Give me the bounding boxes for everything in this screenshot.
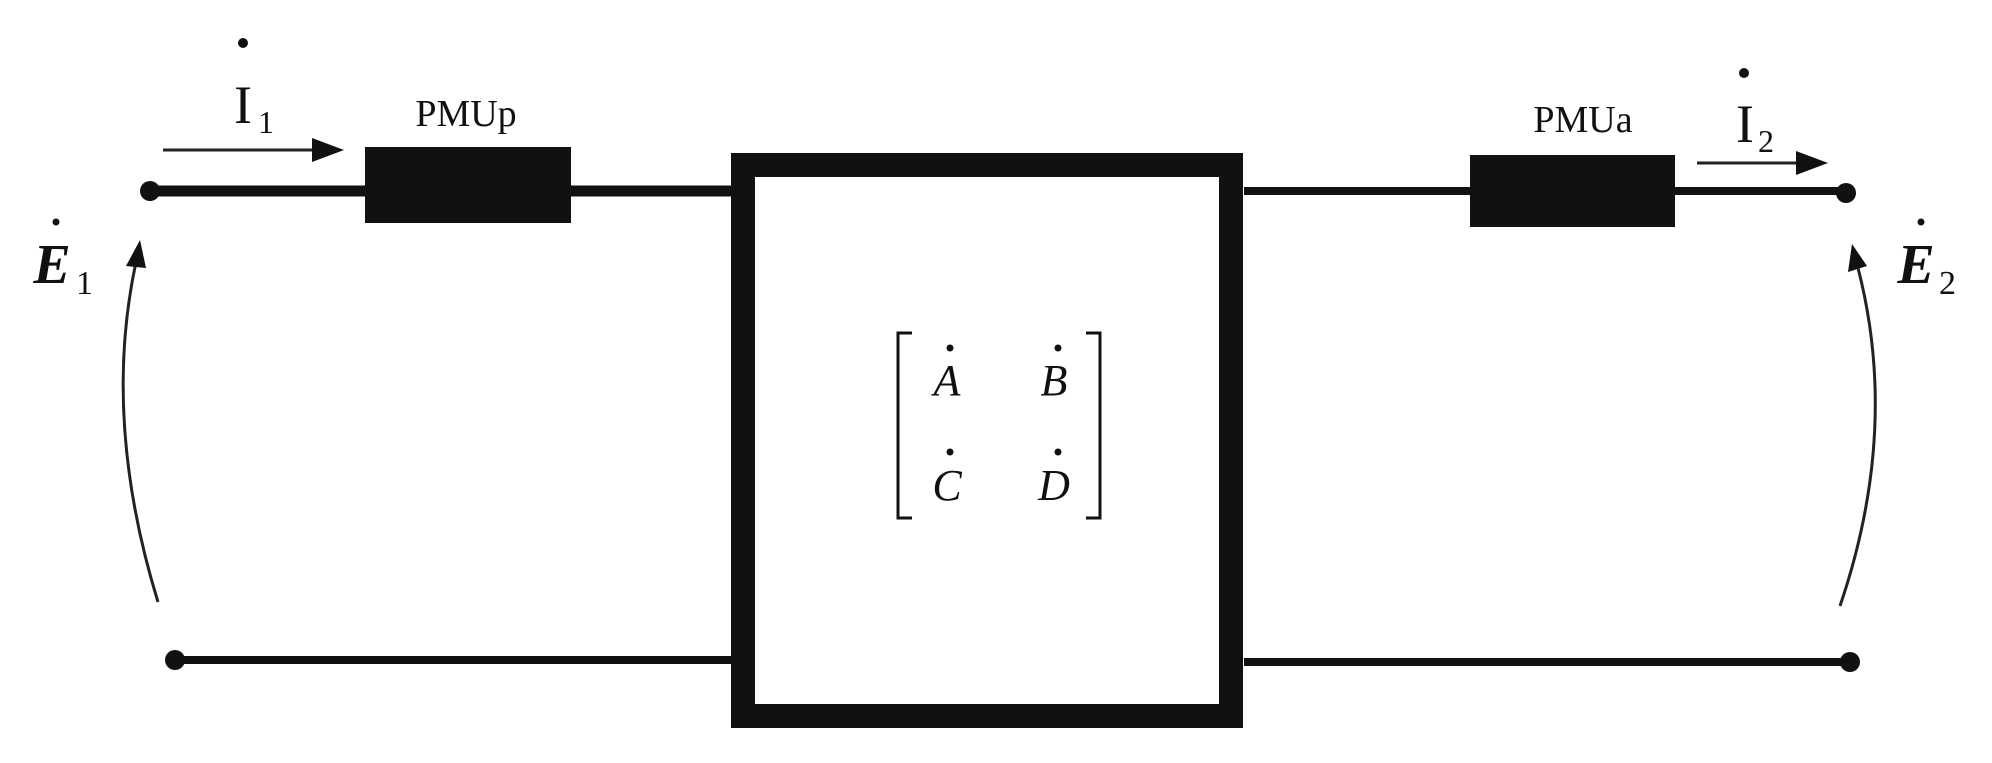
terminal-top-left <box>140 181 160 201</box>
voltage-out-symbol: E <box>1896 234 1934 296</box>
current-in-subscript: 1 <box>258 104 274 140</box>
matrix-d-dot-icon <box>1054 448 1062 456</box>
current-in-dot-icon <box>238 38 248 48</box>
matrix-entry-a: A <box>931 356 962 405</box>
matrix-c-dot-icon <box>946 448 954 456</box>
two-port-box <box>731 153 1243 728</box>
pmu-right-label: PMUa <box>1533 99 1632 141</box>
voltage-in-symbol: E <box>32 234 70 296</box>
matrix-a-dot-icon <box>946 344 954 352</box>
voltage-out-subscript: 2 <box>1939 265 1956 302</box>
pmu-left-label: PMUp <box>415 93 516 135</box>
current-out-subscript: 2 <box>1758 123 1774 159</box>
pmu-left-block <box>365 147 571 223</box>
matrix-entry-c: C <box>932 461 962 510</box>
terminal-bottom-right <box>1840 652 1860 672</box>
voltage-in-arrow-curve <box>121 261 160 603</box>
voltage-out-dot-icon <box>1917 218 1925 226</box>
matrix-entry-b: B <box>1041 356 1068 405</box>
current-out-dot-icon <box>1739 68 1749 78</box>
voltage-in-subscript: 1 <box>76 265 93 302</box>
matrix-right-bracket <box>1086 331 1102 520</box>
voltage-out-arrow-curve <box>1838 267 1877 607</box>
current-out-arrowhead-icon <box>1796 151 1828 175</box>
terminal-top-right <box>1836 183 1856 203</box>
matrix-b-dot-icon <box>1054 344 1062 352</box>
terminal-bottom-left <box>165 650 185 670</box>
current-out-symbol: I <box>1736 94 1754 154</box>
current-in-symbol: I <box>234 75 252 135</box>
matrix-entry-d: D <box>1037 461 1070 510</box>
current-in-arrowhead-icon <box>312 138 344 162</box>
matrix-left-bracket <box>896 331 912 520</box>
voltage-in-arrowhead-icon <box>126 240 146 268</box>
voltage-in-dot-icon <box>52 218 60 226</box>
pmu-right-block <box>1470 155 1675 227</box>
voltage-out-arrowhead-icon <box>1848 244 1867 272</box>
